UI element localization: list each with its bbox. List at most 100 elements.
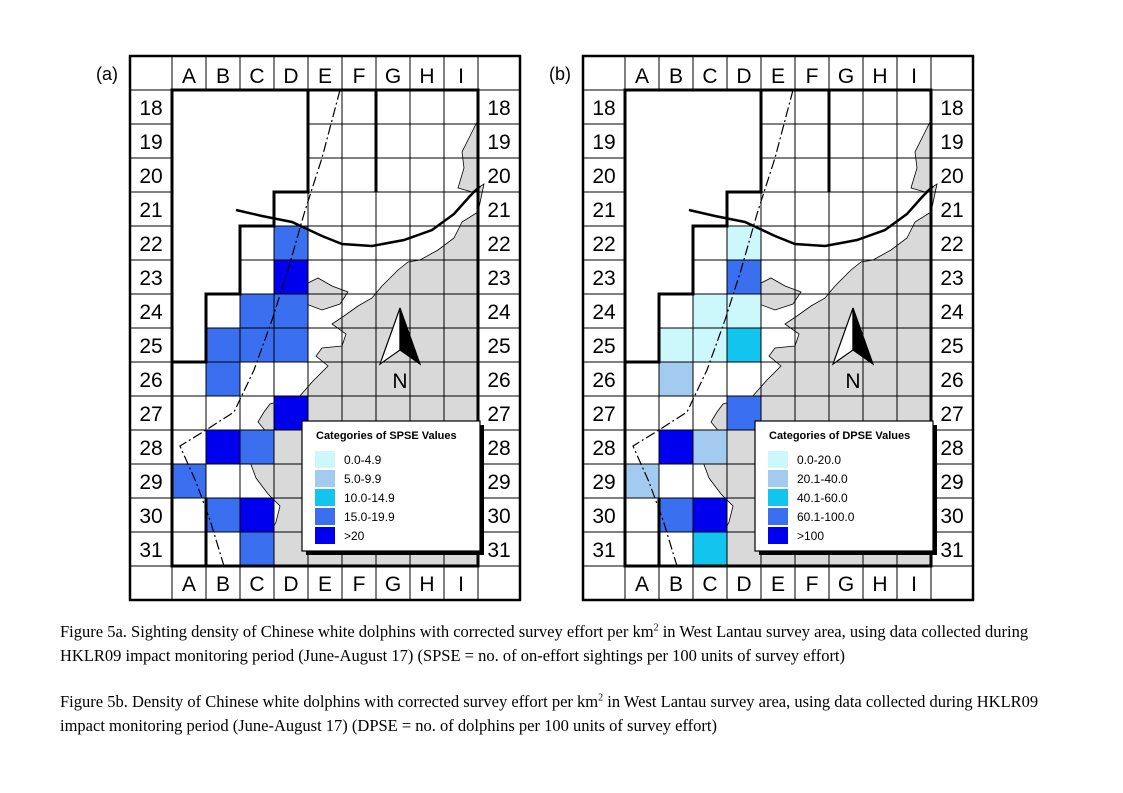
- row-label: 23: [139, 267, 162, 290]
- row-label: 19: [940, 131, 963, 154]
- row-label: 18: [940, 97, 963, 120]
- column-label: B: [216, 65, 230, 88]
- grid-cell: [692, 327, 728, 363]
- row-label: 18: [592, 97, 615, 120]
- column-label: D: [736, 65, 751, 88]
- row-label: 18: [139, 97, 162, 120]
- survey-area-boundary: [172, 90, 310, 364]
- legend-label: >20: [344, 529, 365, 543]
- caption-figure-5a: Figure 5a. Sighting density of Chinese w…: [60, 622, 1029, 665]
- legend-swatch: [768, 489, 788, 506]
- grid-cell: [205, 361, 241, 397]
- row-label: 31: [487, 539, 510, 562]
- grid-cell: [273, 225, 309, 261]
- row-label: 25: [940, 335, 963, 358]
- legend-label: 5.0-9.9: [344, 472, 382, 486]
- column-label: B: [669, 65, 683, 88]
- caption-figure-5b: Figure 5b. Density of Chinese white dolp…: [60, 692, 1039, 735]
- column-label: E: [771, 65, 785, 88]
- north-label: N: [392, 370, 407, 393]
- grid-cell: [692, 429, 728, 465]
- row-label: 26: [940, 369, 963, 392]
- row-label: 26: [139, 369, 162, 392]
- column-label: I: [458, 573, 464, 596]
- column-label: F: [353, 573, 366, 596]
- grid-cell: [273, 259, 309, 295]
- legend-label: 15.0-19.9: [344, 510, 395, 524]
- grid-cell: [658, 361, 694, 397]
- row-label: 27: [139, 403, 162, 426]
- legend-label: 40.1-60.0: [797, 491, 848, 505]
- row-label: 19: [592, 131, 615, 154]
- legend-swatch: [768, 508, 788, 525]
- row-label: 20: [592, 165, 615, 188]
- legend-label: >100: [797, 529, 824, 543]
- column-label: H: [419, 65, 434, 88]
- grid-cell: [692, 293, 728, 329]
- column-label: D: [283, 65, 298, 88]
- column-label: F: [353, 65, 366, 88]
- legend-swatch: [768, 527, 788, 544]
- legend-label: 0.0-20.0: [797, 453, 841, 467]
- legend-label: 0.0-4.9: [344, 453, 382, 467]
- row-label: 24: [940, 301, 964, 324]
- row-label: 21: [592, 199, 615, 222]
- row-label: 23: [940, 267, 963, 290]
- row-label: 27: [487, 403, 510, 426]
- panel-label: (b): [549, 64, 571, 84]
- row-label: 28: [940, 437, 963, 460]
- row-label: 30: [940, 505, 963, 528]
- legend-label: 20.1-40.0: [797, 472, 848, 486]
- legend-label: 60.1-100.0: [797, 510, 855, 524]
- grid-cell: [692, 531, 728, 567]
- column-label: C: [249, 573, 264, 596]
- grid-cell: [273, 327, 309, 363]
- column-label: G: [385, 65, 401, 88]
- row-label: 27: [592, 403, 615, 426]
- grid-cell: [726, 327, 762, 363]
- grid-cell: [205, 429, 241, 465]
- row-label: 25: [139, 335, 162, 358]
- row-label: 21: [139, 199, 162, 222]
- column-label: I: [458, 65, 464, 88]
- column-label: C: [702, 65, 717, 88]
- column-label: I: [911, 573, 917, 596]
- row-label: 18: [487, 97, 510, 120]
- row-label: 28: [487, 437, 510, 460]
- column-label: C: [702, 573, 717, 596]
- grid-frame: [623, 88, 933, 568]
- north-label: N: [845, 370, 860, 393]
- column-label: H: [872, 65, 887, 88]
- column-label: I: [911, 65, 917, 88]
- grid-cell: [239, 497, 275, 533]
- grid-cell: [658, 429, 694, 465]
- legend-swatch: [768, 470, 788, 487]
- row-label: 23: [592, 267, 615, 290]
- row-label: 28: [139, 437, 162, 460]
- legend-swatch: [315, 470, 335, 487]
- column-label: A: [182, 65, 196, 88]
- legend-title: Categories of SPSE Values: [316, 430, 457, 442]
- row-label: 24: [487, 301, 511, 324]
- grid-cell: [239, 327, 275, 363]
- column-label: E: [318, 65, 332, 88]
- survey-area-boundary: [625, 90, 763, 364]
- column-label: H: [419, 573, 434, 596]
- row-label: 22: [487, 233, 510, 256]
- grid-cell: [624, 463, 660, 499]
- north-arrow: [399, 307, 422, 366]
- row-label: 29: [139, 471, 162, 494]
- column-label: C: [249, 65, 264, 88]
- row-label: 24: [592, 301, 616, 324]
- column-label: H: [872, 573, 887, 596]
- row-label: 22: [940, 233, 963, 256]
- grid-cell: [658, 327, 694, 363]
- row-label: 21: [940, 199, 963, 222]
- column-label: A: [182, 573, 196, 596]
- bridge-line: [688, 185, 934, 248]
- grid-cell: [171, 463, 207, 499]
- row-label: 31: [592, 539, 615, 562]
